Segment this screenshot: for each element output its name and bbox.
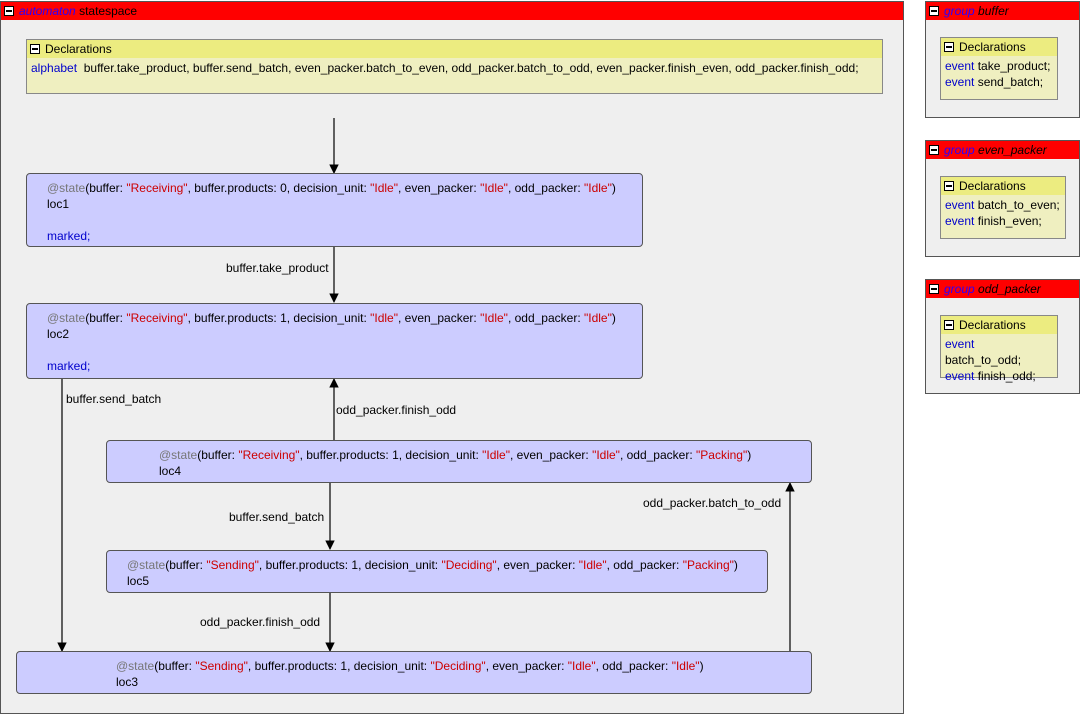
state-loc2[interactable]: @state(buffer: "Receiving", buffer.produ… [26, 303, 643, 379]
declarations-header: Declarations [941, 38, 1057, 56]
collapse-icon[interactable] [929, 284, 939, 294]
state-annotation: @state(buffer: "Receiving", buffer.produ… [159, 448, 752, 462]
group-buffer-panel: group buffer Declarations event take_pro… [925, 1, 1080, 118]
group-kind: group [944, 4, 975, 18]
transition-arrows [57, 118, 795, 652]
state-name: loc2 [47, 327, 70, 341]
collapse-icon[interactable] [30, 44, 40, 54]
group-title-bar: group odd_packer [926, 280, 1079, 298]
alphabet-keyword: alphabet [31, 61, 78, 75]
group-even-packer-panel: group even_packer Declarations event bat… [925, 140, 1080, 257]
group-kind: group [944, 143, 975, 157]
group-declarations: Declarations event take_product; event s… [940, 37, 1058, 100]
alphabet-items: buffer.take_product, buffer.send_batch, … [83, 61, 859, 75]
state-loc5[interactable]: @state(buffer: "Sending", buffer.product… [106, 550, 768, 593]
edge-label-take-product: buffer.take_product [226, 261, 329, 275]
state-annotation: @state(buffer: "Receiving", buffer.produ… [47, 181, 616, 195]
collapse-icon[interactable] [929, 145, 939, 155]
group-declarations: Declarations event batch_to_odd; event f… [940, 315, 1058, 383]
group-kind: group [944, 282, 975, 296]
automaton-declarations: Declarations alphabet buffer.take_produc… [26, 39, 883, 94]
declarations-title: Declarations [45, 42, 112, 56]
state-loc3[interactable]: @state(buffer: "Sending", buffer.product… [16, 651, 812, 694]
automaton-title-bar: automaton statespace [1, 2, 903, 20]
state-annotation: @state(buffer: "Receiving", buffer.produ… [47, 311, 616, 325]
collapse-icon[interactable] [944, 320, 954, 330]
state-name: loc5 [127, 574, 150, 588]
group-name: buffer [978, 4, 1009, 18]
edge-label-send-batch-mid: buffer.send_batch [229, 510, 325, 524]
group-title-bar: group buffer [926, 2, 1079, 20]
collapse-icon[interactable] [4, 6, 14, 16]
group-declarations: Declarations event batch_to_even; event … [940, 176, 1066, 239]
state-name: loc1 [47, 197, 70, 211]
collapse-icon[interactable] [944, 42, 954, 52]
alphabet-line: alphabet buffer.take_product, buffer.sen… [27, 58, 882, 78]
declarations-header: Declarations [27, 40, 882, 58]
automaton-kind: automaton [19, 4, 76, 18]
collapse-icon[interactable] [929, 6, 939, 16]
state-loc4[interactable]: @state(buffer: "Receiving", buffer.produ… [106, 440, 812, 483]
group-name: even_packer [978, 143, 1047, 157]
declarations-header: Declarations [941, 316, 1057, 334]
event-list: event batch_to_even; event finish_even; [945, 198, 1060, 228]
collapse-icon[interactable] [944, 181, 954, 191]
state-annotation: @state(buffer: "Sending", buffer.product… [127, 558, 738, 572]
state-name: loc4 [159, 464, 182, 478]
edge-label-finish-odd-up: odd_packer.finish_odd [336, 403, 457, 417]
state-marked: marked; [47, 359, 91, 373]
group-odd-packer-panel: group odd_packer Declarations event batc… [925, 279, 1080, 394]
state-name: loc3 [116, 675, 139, 689]
declarations-title: Declarations [959, 318, 1026, 332]
automaton-name: statespace [79, 4, 138, 18]
edge-label-send-batch-left: buffer.send_batch [66, 392, 162, 406]
event-list: event batch_to_odd; event finish_odd; [945, 337, 1036, 383]
event-list: event take_product; event send_batch; [945, 59, 1051, 89]
group-name: odd_packer [978, 282, 1041, 296]
state-loc1[interactable]: @state(buffer: "Receiving", buffer.produ… [26, 173, 643, 247]
edge-label-batch-to-odd: odd_packer.batch_to_odd [643, 496, 782, 510]
group-title-bar: group even_packer [926, 141, 1079, 159]
edge-label-finish-odd-down: odd_packer.finish_odd [200, 615, 321, 629]
state-annotation: @state(buffer: "Sending", buffer.product… [116, 659, 704, 673]
state-marked: marked; [47, 229, 91, 243]
declarations-title: Declarations [959, 179, 1026, 193]
declarations-header: Declarations [941, 177, 1065, 195]
declarations-title: Declarations [959, 40, 1026, 54]
